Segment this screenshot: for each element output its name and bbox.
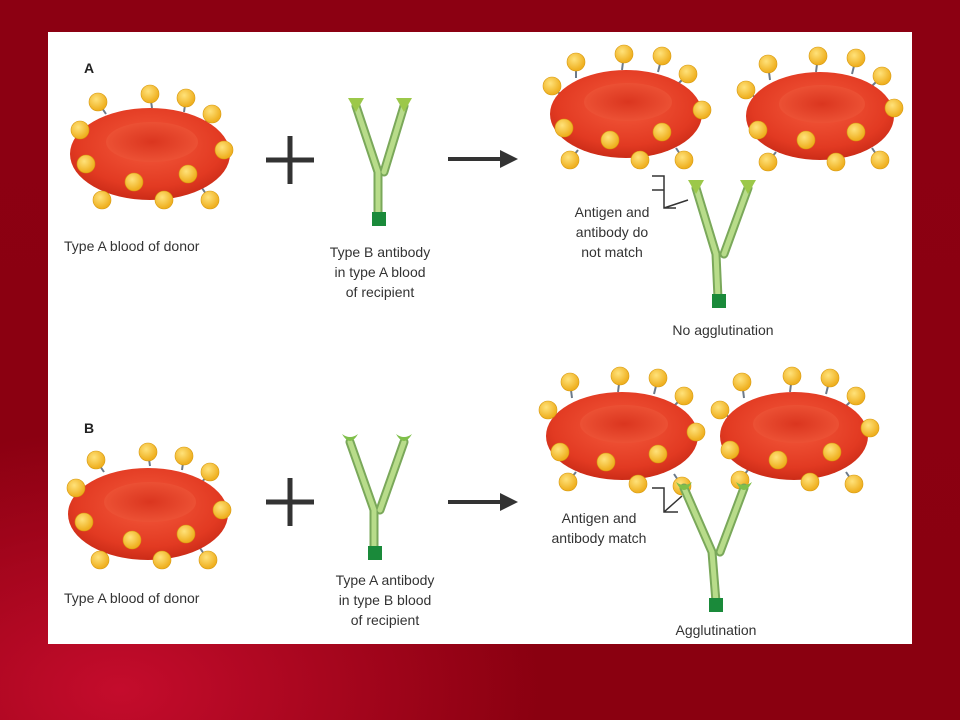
plus-sign-a: [266, 136, 314, 184]
free-antibody-a: [688, 180, 756, 308]
result-red-cell-a2: [736, 46, 904, 172]
arrow-a: [448, 150, 518, 168]
note-label-a: Antigen and antibody do not match: [554, 202, 670, 262]
donor-red-cell-b: [66, 442, 232, 570]
note-label-b-line1: Antigen and: [561, 510, 637, 526]
diagram-canvas: [66, 44, 904, 612]
antibody-label-a-line3: of recipient: [345, 284, 415, 300]
result-label-b: Agglutination: [675, 622, 757, 638]
result-red-cell-a1: [542, 44, 712, 170]
donor-label-a: Type A blood of donor: [64, 238, 200, 254]
arrow-b: [448, 493, 518, 511]
antibody-label-b: Type A antibody in type B blood of recip…: [310, 570, 460, 630]
binding-antibody-b: [676, 482, 752, 612]
panel-letter-b: B: [84, 420, 95, 436]
type-a-antibody-b: [342, 434, 412, 560]
antibody-label-a-line2: in type A blood: [334, 264, 426, 280]
bracket-a: [652, 175, 689, 209]
antibody-label-b-line3: of recipient: [350, 612, 420, 628]
note-label-b-line2: antibody match: [551, 530, 647, 546]
donor-red-cell-a: [70, 84, 234, 210]
note-label-a-line3: not match: [581, 244, 643, 260]
bracket-b: [652, 487, 683, 513]
antibody-label-b-line1: Type A antibody: [335, 572, 435, 588]
antibody-label-a-line1: Type B antibody: [329, 244, 431, 260]
result-red-cell-b2: [710, 366, 880, 494]
donor-label-b: Type A blood of donor: [64, 590, 200, 606]
note-label-a-line1: Antigen and: [574, 204, 650, 220]
antibody-label-b-line2: in type B blood: [338, 592, 432, 608]
panel-letter-a: A: [84, 60, 95, 76]
type-b-antibody-a: [348, 98, 412, 226]
note-label-b: Antigen and antibody match: [534, 508, 664, 548]
plus-sign-b: [266, 478, 314, 526]
antibody-label-a: Type B antibody in type A blood of recip…: [310, 242, 450, 302]
result-label-a: No agglutination: [672, 322, 774, 338]
diagram-panel: A Type A blood of donor Type B antibody …: [48, 32, 912, 644]
result-red-cell-b1: [538, 366, 706, 496]
note-label-a-line2: antibody do: [575, 224, 649, 240]
